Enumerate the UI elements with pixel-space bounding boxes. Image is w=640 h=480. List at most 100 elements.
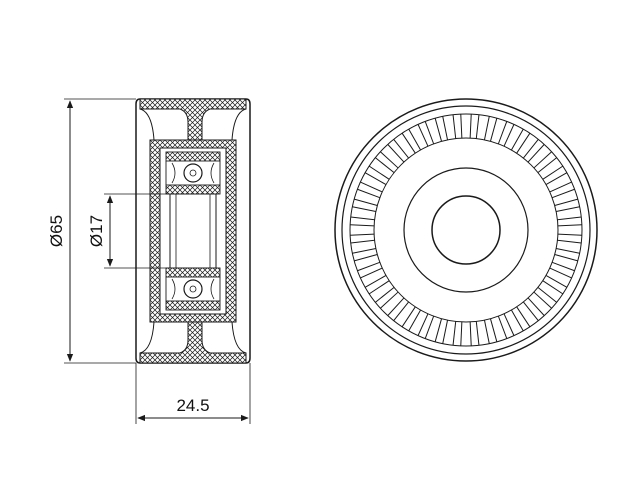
rib-line	[537, 286, 557, 303]
rib-line	[354, 253, 378, 262]
rib-line	[475, 114, 480, 139]
rib-line	[469, 321, 472, 346]
rib-line	[357, 188, 381, 199]
rib-line	[393, 139, 410, 159]
rib-line	[483, 116, 490, 140]
rib-line	[434, 318, 443, 342]
outer-diameter-label: Ø65	[47, 215, 66, 247]
rib-line	[497, 315, 508, 339]
rib-line	[510, 309, 524, 332]
rib-line	[527, 144, 545, 163]
rib-line	[522, 301, 539, 321]
flank-top-right	[231, 108, 247, 141]
rib-line	[489, 118, 498, 142]
rib-line	[387, 144, 405, 163]
rib-line	[522, 139, 539, 159]
width-label: 24.5	[176, 396, 209, 415]
rib-line	[424, 121, 435, 145]
bore-circle	[431, 195, 501, 265]
rib-line	[417, 313, 429, 336]
rib-line	[556, 247, 580, 254]
rib-line	[545, 172, 568, 186]
rib-line	[542, 165, 564, 180]
rib-line	[401, 306, 416, 328]
outer-circle	[334, 98, 598, 362]
bore-diameter-label: Ø17	[87, 215, 106, 247]
rib-line	[557, 239, 582, 244]
rib-line	[387, 297, 405, 316]
rib-line	[549, 267, 572, 279]
rib-line	[393, 301, 410, 321]
rib-line	[475, 321, 480, 346]
bore	[169, 193, 217, 269]
rib-line	[357, 261, 381, 272]
rib-line	[533, 151, 552, 169]
bearing-top-inner-race	[165, 184, 221, 195]
rib-line	[483, 320, 490, 344]
rib-line	[360, 181, 383, 193]
rib-group	[350, 114, 582, 346]
rib-line	[364, 274, 387, 288]
rib-line	[460, 114, 463, 139]
rib-line	[551, 261, 575, 272]
rib-line	[352, 247, 376, 254]
flank-top-left	[139, 108, 155, 141]
rim-bottom	[139, 321, 247, 364]
hub-circle	[403, 167, 529, 293]
rib-line	[360, 267, 383, 279]
rib-line	[557, 216, 582, 221]
rib-line	[417, 124, 429, 147]
rib-outer-circle	[349, 113, 583, 347]
rib-line	[533, 291, 552, 309]
rib-line	[354, 198, 378, 207]
bearing-bottom-outer-race	[165, 300, 221, 311]
rib-line	[554, 198, 578, 207]
bearing-bottom-inner-race	[165, 267, 221, 278]
rib-line	[497, 121, 508, 145]
rib-line	[434, 118, 443, 142]
rib-line	[408, 309, 422, 332]
rib-line	[350, 216, 375, 221]
rib-line	[380, 291, 399, 309]
rim-circle	[341, 105, 591, 355]
rib-line	[557, 224, 582, 227]
rib-line	[442, 320, 449, 344]
rib-line	[537, 157, 557, 174]
rib-line	[527, 297, 545, 316]
flank-bottom-left	[139, 321, 155, 354]
rib-line	[460, 321, 463, 346]
section-view: Ø65 Ø17 24.5	[47, 98, 251, 424]
rib-line	[352, 206, 376, 213]
rib-line	[542, 280, 564, 295]
rib-line	[452, 114, 457, 139]
rib-line	[380, 151, 399, 169]
rib-line	[516, 306, 531, 328]
rib-line	[516, 132, 531, 154]
side-view	[334, 98, 598, 362]
rib-line	[551, 188, 575, 199]
rim-top	[139, 98, 247, 141]
rib-line	[556, 206, 580, 213]
rib-line	[368, 165, 390, 180]
rib-line	[442, 116, 449, 140]
rib-inner-circle	[373, 137, 559, 323]
rib-line	[452, 321, 457, 346]
rib-line	[424, 315, 435, 339]
rib-line	[489, 318, 498, 342]
rib-line	[503, 313, 515, 336]
rib-line	[557, 233, 582, 236]
rib-line	[554, 253, 578, 262]
flank-bottom-right	[231, 321, 247, 354]
rib-line	[510, 128, 524, 151]
rib-line	[549, 181, 572, 193]
rib-line	[545, 274, 568, 288]
rib-line	[503, 124, 515, 147]
bearing-top-outer-race	[165, 151, 221, 162]
rib-line	[368, 280, 390, 295]
rib-line	[350, 233, 375, 236]
rib-line	[401, 132, 416, 154]
rib-line	[364, 172, 387, 186]
rib-line	[375, 157, 395, 174]
